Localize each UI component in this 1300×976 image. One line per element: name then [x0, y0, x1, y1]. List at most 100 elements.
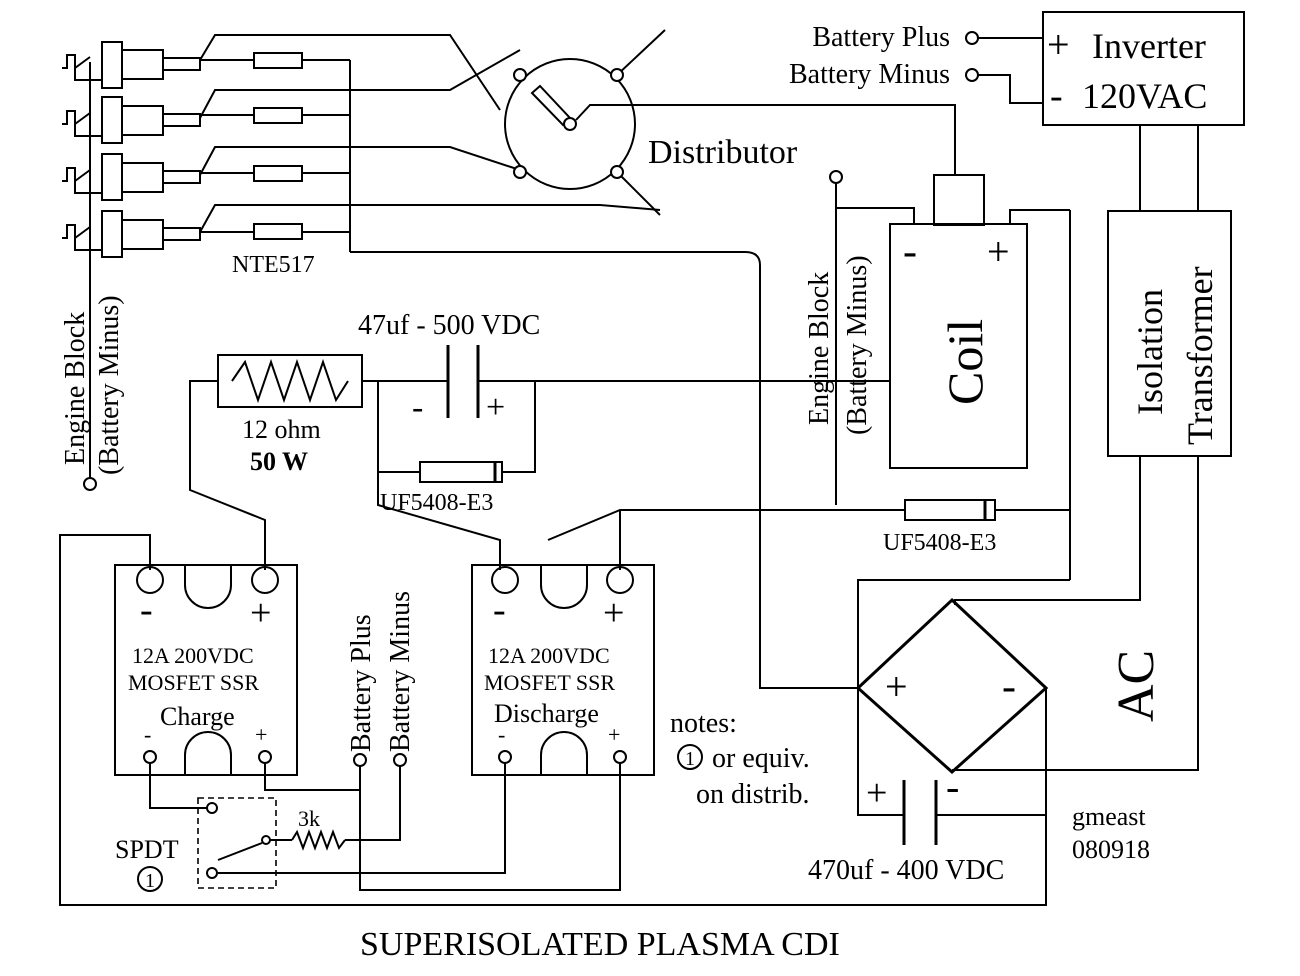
- ssr-discharge-body: [471, 564, 655, 776]
- inverter-output: 120VAC: [1082, 76, 1207, 116]
- ssr-charge-ctrl-minus: -: [144, 722, 151, 747]
- diagram-title: SUPERISOLATED PLASMA CDI: [360, 926, 840, 963]
- cap-top-plus: +: [486, 389, 505, 426]
- diode-uf5408-left: [419, 461, 503, 483]
- spdt-circled-1-text: 1: [145, 870, 155, 892]
- bridge-ac-label: AC: [1108, 650, 1165, 722]
- nte517-label: NTE517: [232, 252, 315, 278]
- battery-minus-terminal-mid: [393, 753, 407, 767]
- distributor-cap: [504, 58, 636, 190]
- ssr-charge-body: [114, 564, 298, 776]
- ignition-coil: [836, 174, 1071, 580]
- ssr-charge-plus: +: [250, 592, 271, 634]
- ssr-discharge-plus: +: [603, 592, 624, 634]
- coil-plus-label: +: [987, 229, 1010, 274]
- engine-block-terminal: [83, 477, 97, 491]
- isolation-transformer: [952, 125, 1232, 771]
- dist-terminal-bottom-right: [610, 165, 624, 179]
- ssr-discharge-label: Discharge: [494, 699, 599, 728]
- bridge-diamond: [855, 597, 1049, 775]
- date-label: 080918: [1072, 835, 1150, 864]
- cap-bottom-minus: -: [946, 764, 959, 809]
- ssr-charge-type: MOSFET SSR: [128, 670, 259, 695]
- spark-plug-4: [62, 210, 201, 258]
- engine-block-label-left-2: (Battery Minus): [94, 295, 125, 475]
- diode-uf5408-right: [547, 499, 1070, 570]
- distributor: [340, 29, 956, 216]
- diode-right-label: UF5408-E3: [883, 530, 996, 556]
- diode-uf5408-right-body: [904, 499, 996, 521]
- resistor-3k-label: 3k: [298, 806, 320, 831]
- cap-bottom-label: 470uf - 400 VDC: [808, 855, 1004, 886]
- capacitor-47uf: [377, 345, 890, 570]
- diode-left-label: UF5408-E3: [380, 490, 493, 516]
- dist-center-terminal: [563, 117, 577, 131]
- author-label: gmeast: [1072, 802, 1146, 831]
- notes-line-1: notes:: [670, 708, 737, 739]
- cap-bottom-plus: +: [866, 772, 887, 814]
- battery-plus-terminal-mid: [353, 753, 367, 767]
- notes-circled-1: [677, 744, 703, 770]
- inverter-plus: +: [1047, 22, 1070, 67]
- ssr-discharge-rating: 12A 200VDC: [488, 643, 610, 668]
- bridge-plus: +: [885, 664, 908, 709]
- coil-body: [889, 223, 1028, 469]
- distributor-ground-terminal: [829, 170, 843, 184]
- spdt-label: SPDT: [115, 835, 179, 864]
- spdt-switch-box: [197, 797, 277, 889]
- control-wiring: [149, 763, 621, 891]
- inverter-minus: -: [1050, 75, 1063, 117]
- engine-block-label-mid-2: (Battery Minus): [842, 255, 873, 435]
- ssr-discharge-minus: -: [493, 589, 506, 631]
- inverter: [965, 11, 1245, 126]
- plug-leads: [199, 34, 858, 689]
- battery-plus-label-mid: Battery Plus: [346, 614, 377, 752]
- inverter-box: [1042, 11, 1245, 126]
- transformer-label-2: Transformer: [1180, 266, 1220, 445]
- coil-minus-label: -: [903, 229, 917, 275]
- notes-circled-1-text: 1: [685, 748, 695, 770]
- ssr-charge-minus: -: [140, 589, 153, 631]
- notes-line-3: on distrib.: [696, 779, 810, 810]
- distributor-label: Distributor: [648, 134, 798, 171]
- bridge-rectifier: [855, 579, 1070, 775]
- resistor-12ohm: [189, 354, 448, 570]
- nte517-diode-3: [253, 165, 303, 182]
- spark-plug-3: [62, 153, 201, 201]
- battery-minus-terminal-top: [965, 68, 979, 82]
- spark-plug-1: [62, 41, 201, 89]
- dist-terminal-top-left: [513, 68, 527, 82]
- ssr-discharge-type: MOSFET SSR: [484, 670, 615, 695]
- ssr-charge-label: Charge: [160, 702, 235, 731]
- distributor-rotor: [530, 84, 572, 127]
- cap-top-minus: -: [412, 389, 423, 426]
- spdt-circled-1: [137, 866, 163, 892]
- engine-block-label-left-1: Engine Block: [60, 312, 91, 465]
- bridge-minus: -: [1002, 664, 1016, 710]
- cap-top-label: 47uf - 500 VDC: [358, 310, 540, 341]
- battery-plus-terminal-top: [965, 31, 979, 45]
- battery-minus-label-top: Battery Minus: [789, 59, 950, 90]
- battery-minus-label-mid: Battery Minus: [385, 591, 416, 752]
- nte517-diode-2: [253, 107, 303, 124]
- inverter-label: Inverter: [1092, 26, 1206, 66]
- transformer-label-1: Isolation: [1130, 289, 1170, 415]
- ssr-charge-rating: 12A 200VDC: [132, 643, 254, 668]
- capacitor-470uf: [59, 534, 1047, 906]
- transformer-box: [1107, 210, 1232, 457]
- nte517-diode-1: [253, 52, 303, 69]
- notes-line-2: or equiv.: [712, 743, 810, 774]
- ssr-charge: [114, 564, 298, 776]
- ssr-charge-ctrl-plus: +: [255, 722, 267, 747]
- resistor-value: 12 ohm: [242, 415, 321, 444]
- battery-plus-label-top: Battery Plus: [812, 22, 950, 53]
- spark-plugs: [62, 41, 201, 491]
- coil-label: Coil: [937, 319, 993, 405]
- resistor-power: 50 W: [250, 447, 308, 476]
- ssr-discharge-ctrl-minus: -: [498, 722, 505, 747]
- engine-block-label-mid-1: Engine Block: [804, 272, 835, 425]
- spark-plug-2: [62, 96, 201, 144]
- dist-terminal-top-right: [610, 68, 624, 82]
- dist-terminal-bottom-left: [513, 165, 527, 179]
